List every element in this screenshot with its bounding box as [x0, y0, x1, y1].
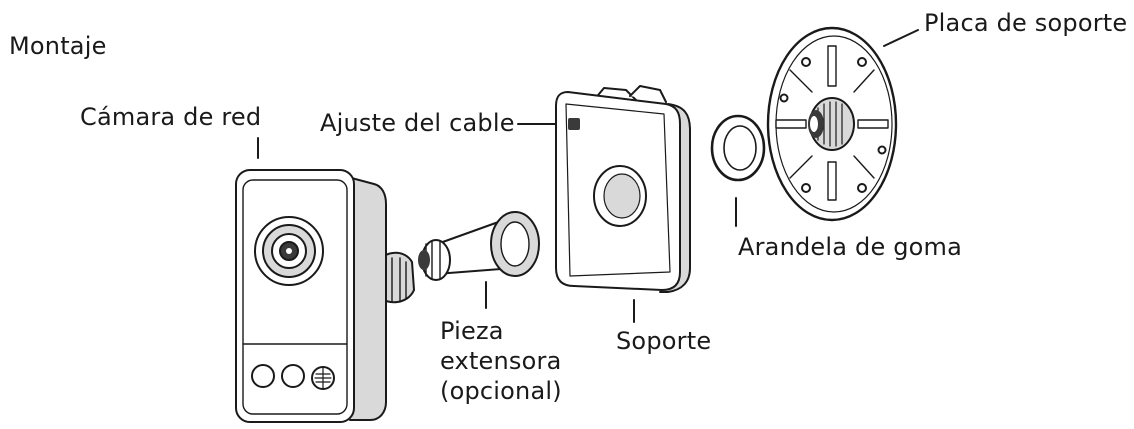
- network-camera: [235, 169, 415, 423]
- label-rubber-washer: Arandela de goma: [738, 233, 963, 261]
- mount-plate: [766, 26, 898, 222]
- label-camera: Cámara de red: [80, 103, 262, 131]
- extension-piece: [418, 211, 540, 281]
- label-cable-adjust: Ajuste del cable: [320, 109, 515, 137]
- label-extension-piece: Pieza extensora (opcional): [440, 316, 562, 406]
- rubber-washer: [710, 114, 766, 182]
- label-extension-line2: extensora: [440, 347, 562, 375]
- bracket: [555, 85, 691, 293]
- leader-mount-plate: [883, 29, 919, 47]
- label-mount-plate: Placa de soporte: [924, 9, 1128, 37]
- label-extension-line1: Pieza: [440, 317, 504, 345]
- label-extension-line3: (opcional): [440, 377, 562, 405]
- section-title: Montaje: [9, 32, 107, 60]
- label-bracket: Soporte: [616, 327, 712, 355]
